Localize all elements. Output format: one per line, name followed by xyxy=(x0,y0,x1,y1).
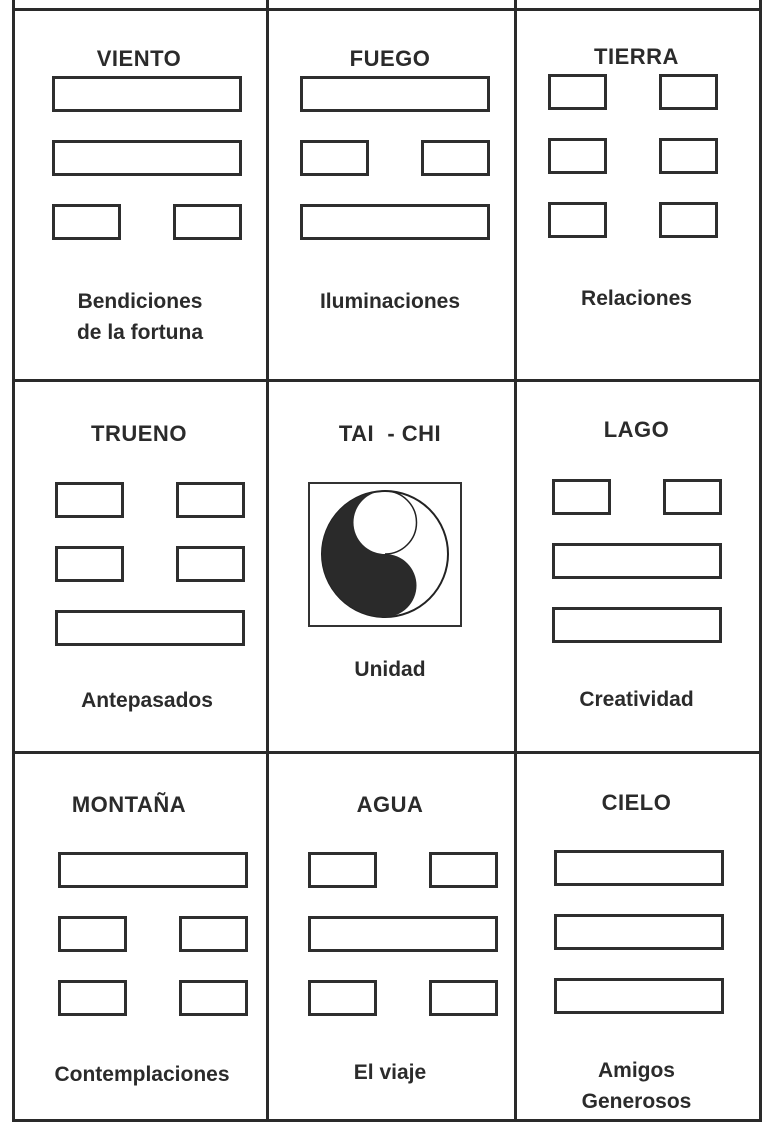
grid-row-divider-2 xyxy=(12,751,762,754)
trigram-title: CIELO xyxy=(601,790,672,815)
cell-viento: VIENTO Bendiciones de la fortuna xyxy=(12,8,266,379)
trigram-lines xyxy=(308,852,498,1044)
yin-line-segment xyxy=(429,852,498,888)
caption-line: Antepasados xyxy=(81,689,213,712)
trigram-caption: El viaje xyxy=(266,1057,514,1088)
trigram-title: TAI - CHI xyxy=(338,421,442,446)
caption-line: Contemplaciones xyxy=(54,1063,230,1086)
caption-line: Unidad xyxy=(354,658,426,681)
grid-border-top xyxy=(12,8,762,11)
yin-line-segment xyxy=(548,74,607,110)
trigram-title: TIERRA xyxy=(594,44,679,69)
trigram-caption: Amigos Generosos xyxy=(514,1055,759,1117)
yin-line-segment xyxy=(52,204,121,240)
yin-line-segment xyxy=(659,138,718,174)
trigram-caption: Creatividad xyxy=(514,684,759,715)
cell-agua: AGUA El viaje xyxy=(266,751,514,1119)
yin-line-segment xyxy=(173,204,242,240)
trigram-caption: Relaciones xyxy=(514,283,759,314)
trigram-lines xyxy=(300,76,490,268)
trigram-title: VIENTO xyxy=(96,46,182,71)
grid-border-bottom xyxy=(12,1119,762,1122)
yin-line-segment xyxy=(58,980,127,1016)
cell-fuego: FUEGO Iluminaciones xyxy=(266,8,514,379)
yin-line-segment xyxy=(308,980,377,1016)
yin-line-segment xyxy=(663,479,722,515)
yin-line-segment xyxy=(659,202,718,238)
trigram-title: MONTAÑA xyxy=(71,792,187,817)
yin-line-segment xyxy=(429,980,498,1016)
grid-divider-1 xyxy=(266,0,269,1122)
caption-line: Relaciones xyxy=(581,287,692,310)
trigram-caption: Bendiciones de la fortuna xyxy=(40,286,240,348)
caption-line: Iluminaciones xyxy=(319,290,461,313)
yin-line-segment xyxy=(179,980,248,1016)
grid-border-left xyxy=(12,0,15,1122)
caption-line: Bendiciones xyxy=(77,290,203,313)
yin-line-segment xyxy=(55,546,124,582)
yang-line xyxy=(58,852,248,888)
yin-line-segment xyxy=(179,916,248,952)
yin-line-segment xyxy=(176,546,245,582)
trigram-caption: Iluminaciones xyxy=(266,286,514,317)
trigram-lines xyxy=(554,850,724,1042)
yin-line-segment xyxy=(548,138,607,174)
yang-line xyxy=(300,204,490,240)
yin-line-segment xyxy=(421,140,490,176)
grid-row-divider-1 xyxy=(12,379,762,382)
caption-line: El viaje xyxy=(353,1061,427,1084)
trigram-caption: Unidad xyxy=(266,654,514,685)
trigram-title: TRUENO xyxy=(91,421,187,446)
cell-trueno: TRUENO Antepasados xyxy=(12,379,266,751)
yang-line xyxy=(554,850,724,886)
yin-yang-icon xyxy=(308,482,462,627)
trigram-caption: Contemplaciones xyxy=(22,1059,262,1090)
cell-cielo: CIELO Amigos Generosos xyxy=(514,751,759,1119)
caption-line: Generosos xyxy=(581,1090,692,1113)
yin-line-segment xyxy=(55,482,124,518)
yang-line xyxy=(52,140,242,176)
caption-line: Amigos xyxy=(597,1059,675,1082)
caption-line: Creatividad xyxy=(579,688,694,711)
cell-taichi: TAI - CHI Unidad xyxy=(266,379,514,751)
caption-line: de la fortuna xyxy=(76,321,203,344)
yang-line xyxy=(55,610,245,646)
trigram-lines xyxy=(548,74,718,266)
yang-line xyxy=(552,543,722,579)
yang-line xyxy=(552,607,722,643)
grid-divider-2 xyxy=(514,0,517,1122)
trigram-title: FUEGO xyxy=(349,46,431,71)
yang-line xyxy=(300,76,490,112)
yin-line-segment xyxy=(308,852,377,888)
yang-line xyxy=(308,916,498,952)
yin-line-segment xyxy=(176,482,245,518)
yin-line-segment xyxy=(552,479,611,515)
trigram-title: LAGO xyxy=(603,417,670,442)
cell-tierra: TIERRA Relaciones xyxy=(514,8,759,379)
yang-line xyxy=(554,914,724,950)
yin-line-segment xyxy=(548,202,607,238)
trigram-lines xyxy=(552,479,722,671)
yang-line xyxy=(52,76,242,112)
trigram-title: AGUA xyxy=(356,792,424,817)
cell-montana: MONTAÑA Contemplaciones xyxy=(12,751,266,1119)
yin-line-segment xyxy=(659,74,718,110)
yin-line-segment xyxy=(300,140,369,176)
grid-border-right xyxy=(759,0,762,1122)
trigram-lines xyxy=(52,76,242,268)
cell-lago: LAGO Creatividad xyxy=(514,379,759,751)
trigram-caption: Antepasados xyxy=(32,685,262,716)
trigram-lines xyxy=(55,482,245,674)
trigram-lines xyxy=(58,852,248,1044)
yang-line xyxy=(554,978,724,1014)
yin-line-segment xyxy=(58,916,127,952)
